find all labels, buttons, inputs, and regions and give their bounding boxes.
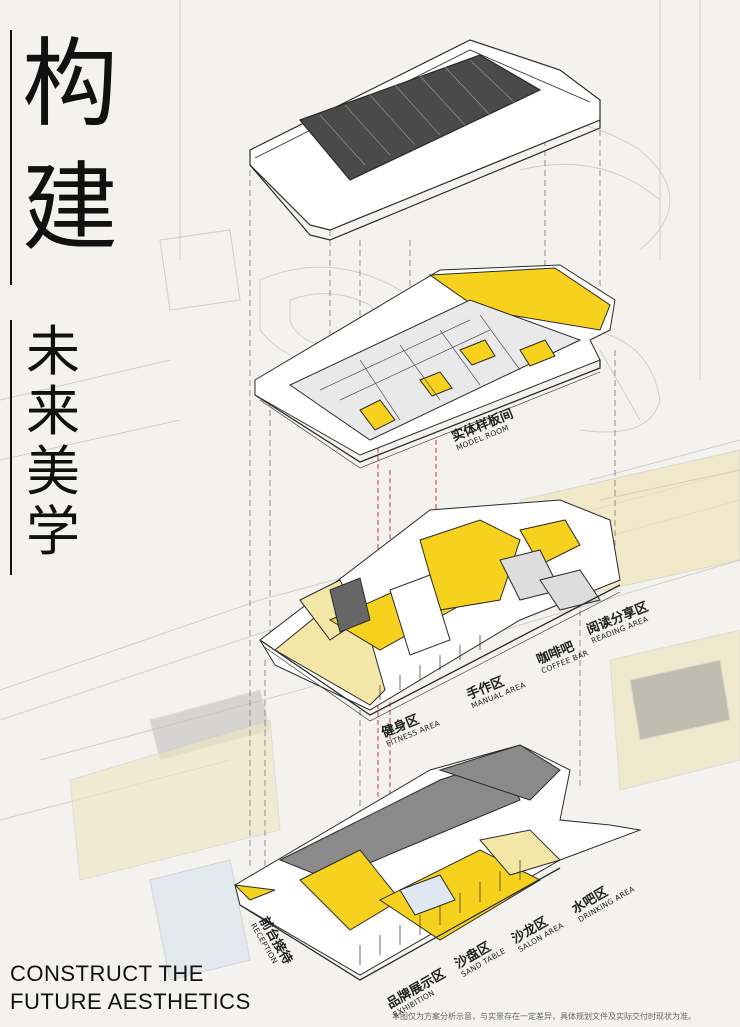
disclaimer-text: 本图仅为方案分析示意，与实景存在一定差异，具体规划文件及实际交付时现状为准。 [392,1012,696,1021]
subtitle-divider [10,320,12,575]
subtitle-char-3: 美 [26,440,80,503]
amenity-layer [259,499,621,722]
ground-layer [233,744,642,981]
english-title-line-2: FUTURE AESTHETICS [10,989,251,1014]
title-char-1: 构 [22,28,118,140]
model-room-layer [254,264,616,469]
subtitle-char-4: 学 [26,500,80,563]
english-title-line-1: CONSTRUCT THE [10,961,204,986]
title-divider [10,30,12,285]
title-char-2: 建 [22,152,118,264]
subtitle-char-2: 来 [26,380,80,443]
subtitle-char-1: 未 [26,320,80,383]
roof-layer [249,39,601,241]
